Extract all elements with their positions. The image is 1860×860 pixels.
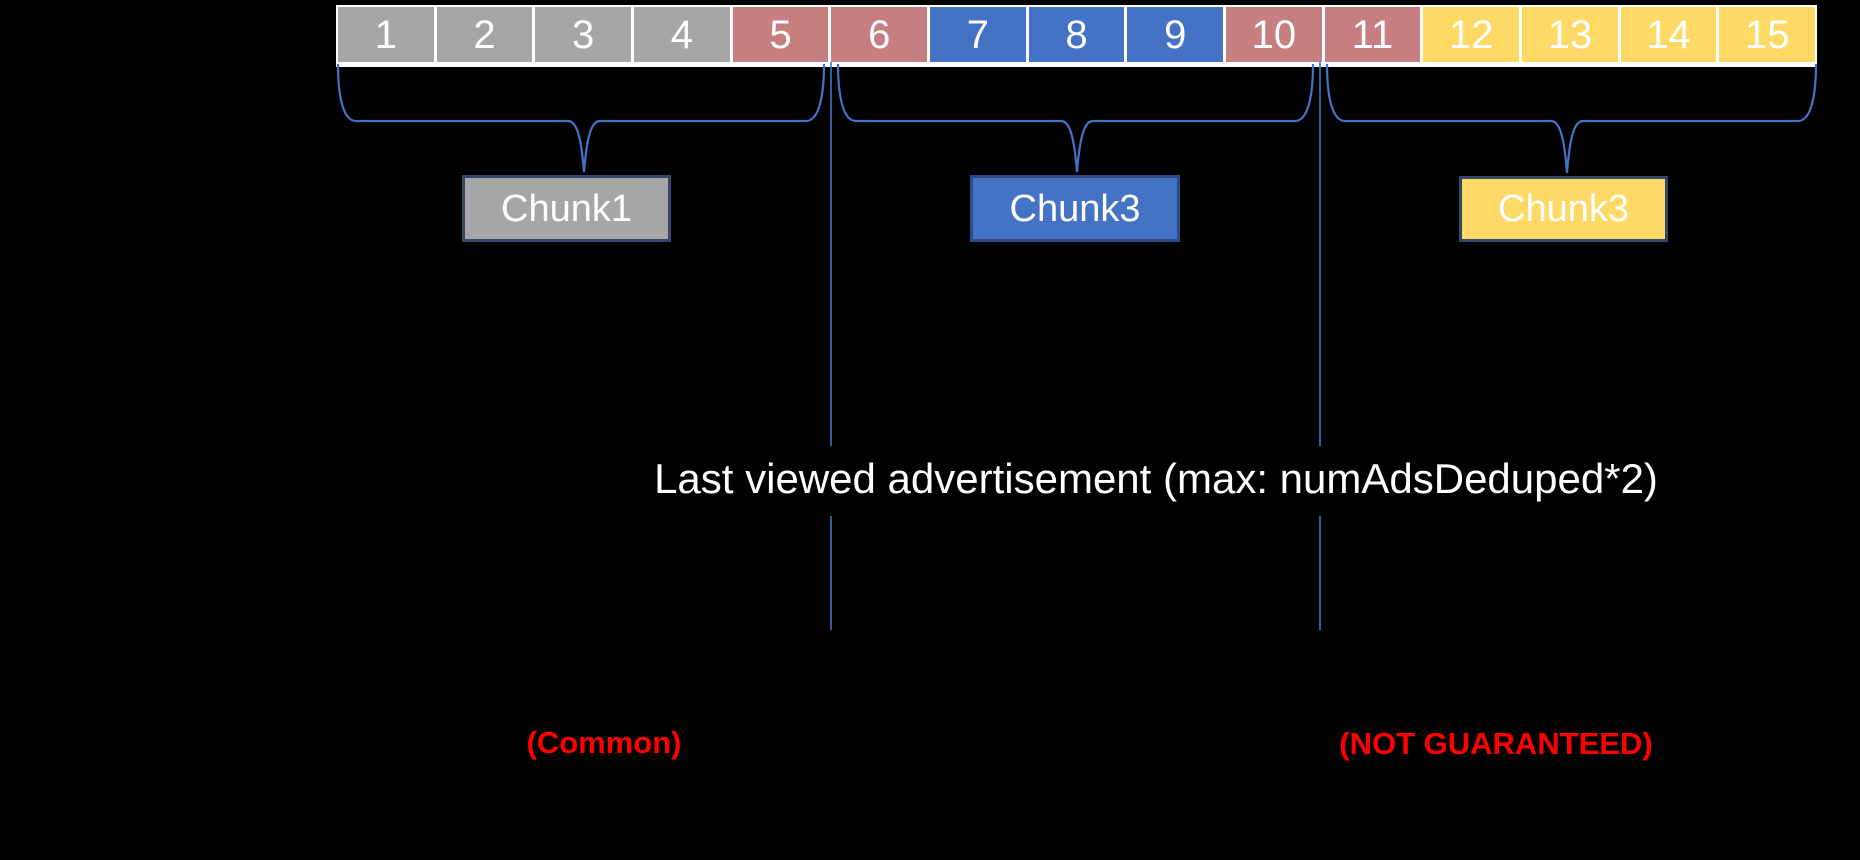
brace-chunk1 xyxy=(336,63,826,173)
ad-sequence-row: 1 2 3 4 5 6 7 8 9 10 xyxy=(336,5,1817,67)
chunk3-right-label: Chunk3 xyxy=(1498,188,1629,230)
chunk3-middle-box: Chunk3 xyxy=(970,175,1180,242)
brace-chunk3-middle xyxy=(836,63,1315,173)
chunk1-label: Chunk1 xyxy=(501,187,632,230)
sequence-cell: 8 xyxy=(1028,7,1125,62)
chunk3-middle-label: Chunk3 xyxy=(1009,187,1141,230)
last-viewed-annotation: Last viewed advertisement (max: numAdsDe… xyxy=(638,446,1674,516)
cell-number: 6 xyxy=(868,12,891,57)
sequence-cell: 9 xyxy=(1127,7,1224,62)
not-guaranteed-note: (NOT GUARANTEED) xyxy=(1339,726,1653,761)
sequence-cell: 11 xyxy=(1324,7,1421,62)
cell-number: 4 xyxy=(670,12,693,57)
cell-number: 12 xyxy=(1448,12,1494,57)
sequence-cell: 6 xyxy=(831,7,928,62)
brace-chunk3-right xyxy=(1325,63,1818,174)
sequence-cell: 4 xyxy=(634,7,730,62)
sequence-cell: 3 xyxy=(535,7,632,62)
sequence-cell: 12 xyxy=(1423,7,1520,62)
sequence-cell: 5 xyxy=(732,7,829,62)
chunk3-right-box: Chunk3 xyxy=(1459,176,1668,242)
sequence-cell: 15 xyxy=(1719,7,1816,62)
chunk1-box: Chunk1 xyxy=(462,175,671,242)
cell-number: 11 xyxy=(1351,12,1394,57)
cell-number: 5 xyxy=(769,12,792,57)
sequence-cell: 2 xyxy=(436,7,533,62)
cell-number: 1 xyxy=(374,12,397,57)
sequence-cell: 10 xyxy=(1226,7,1322,62)
cell-number: 3 xyxy=(572,12,595,57)
cell-number: 9 xyxy=(1164,12,1187,57)
cell-number: 13 xyxy=(1547,12,1593,57)
sequence-cell: 14 xyxy=(1620,7,1717,62)
sequence-cell: 7 xyxy=(930,7,1026,62)
sequence-cell: 13 xyxy=(1522,7,1618,62)
cell-number: 14 xyxy=(1646,12,1691,57)
sequence-cell: 1 xyxy=(338,7,434,62)
cell-number: 2 xyxy=(473,12,496,57)
cell-number: 10 xyxy=(1251,12,1297,57)
common-note: (Common) xyxy=(526,725,682,760)
cell-number: 15 xyxy=(1744,12,1790,57)
cell-number: 7 xyxy=(966,12,989,57)
cell-number: 8 xyxy=(1065,12,1088,57)
